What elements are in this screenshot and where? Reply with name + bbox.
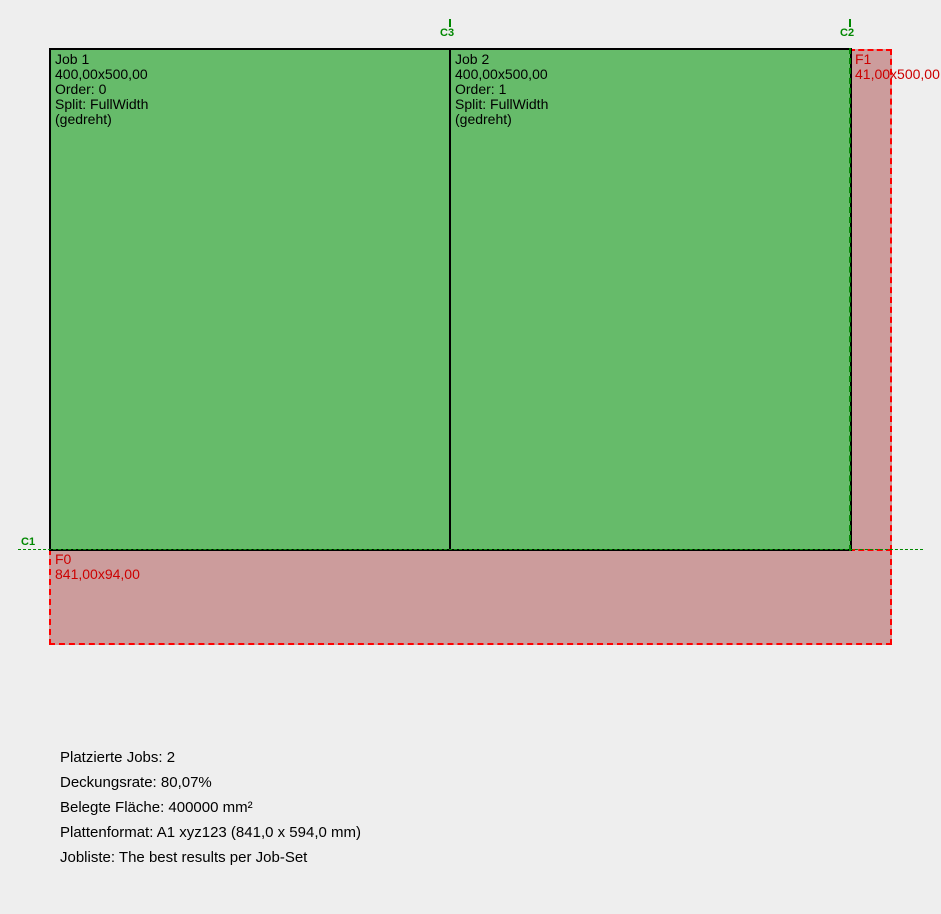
job-2-label: Job 2 400,00x500,00 Order: 1 Split: Full… xyxy=(455,52,548,127)
cut-c1-label: C1 xyxy=(21,536,36,548)
stat-plate-format: Plattenformat: A1 xyz123 (841,0 x 594,0 … xyxy=(60,824,361,841)
job-1-title: Job 1 xyxy=(55,51,90,67)
stat-used-area: Belegte Fläche: 400000 mm² xyxy=(60,799,253,816)
cut-c3-label: C3 xyxy=(440,27,455,39)
statistics-panel: Platzierte Jobs: 2 Deckungsrate: 80,07% … xyxy=(60,749,361,874)
cut-c3-tick xyxy=(449,19,451,27)
free-area-f0-name: F0 xyxy=(55,551,72,567)
job-2-order: Order: 1 xyxy=(455,81,507,97)
job-2-title: Job 2 xyxy=(455,51,490,67)
free-area-f1-name: F1 xyxy=(855,51,872,67)
job-2-rotated: (gedreht) xyxy=(455,111,512,127)
stat-placed-jobs: Platzierte Jobs: 2 xyxy=(60,749,176,766)
job-2-size: 400,00x500,00 xyxy=(455,66,548,82)
cut-line-c1 xyxy=(18,549,923,550)
job-1-label: Job 1 400,00x500,00 Order: 0 Split: Full… xyxy=(55,52,148,127)
job-1-split: Split: FullWidth xyxy=(55,96,149,112)
stat-coverage: Deckungsrate: 80,07% xyxy=(60,774,212,791)
free-area-f0-label: F0 841,00x94,00 xyxy=(55,552,140,582)
job-1-rotated: (gedreht) xyxy=(55,111,112,127)
free-area-f1-size: 41,00x500,00 xyxy=(855,66,940,82)
free-area-f1-label: F1 41,00x500,00 xyxy=(855,52,940,82)
job-1-panel[interactable]: Job 1 400,00x500,00 Order: 0 Split: Full… xyxy=(49,48,452,551)
job-1-order: Order: 0 xyxy=(55,81,107,97)
free-area-f1: F1 41,00x500,00 xyxy=(849,49,940,551)
job-2-panel[interactable]: Job 2 400,00x500,00 Order: 1 Split: Full… xyxy=(449,48,852,551)
cut-line-c3 xyxy=(449,48,451,551)
stat-job-list: Jobliste: The best results per Job-Set xyxy=(60,849,308,866)
free-area-f0-size: 841,00x94,00 xyxy=(55,566,140,582)
free-area-f0: F0 841,00x94,00 xyxy=(49,549,892,645)
job-1-size: 400,00x500,00 xyxy=(55,66,148,82)
cut-c2-tick xyxy=(849,19,851,27)
job-2-split: Split: FullWidth xyxy=(455,96,549,112)
cut-line-c2 xyxy=(849,48,851,551)
cut-c2-label: C2 xyxy=(840,27,855,39)
